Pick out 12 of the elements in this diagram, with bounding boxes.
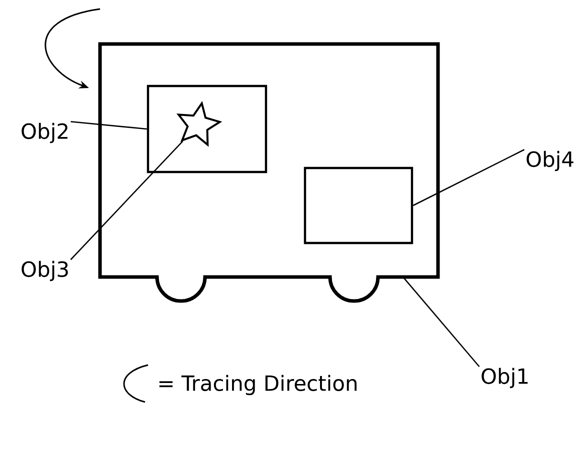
cart-outline: [98, 42, 440, 303]
label: Obj4: [526, 150, 574, 172]
leader-line: [412, 149, 525, 206]
rectangle: [146, 84, 268, 174]
label: Obj2: [22, 122, 68, 144]
legend-text: = Tracing Direction: [159, 374, 357, 396]
leader-line: [70, 120, 147, 130]
rectangle: [304, 166, 414, 244]
leader-line: [70, 140, 184, 260]
label: Obj3: [22, 260, 68, 282]
leader-line: [402, 276, 480, 368]
label: Obj1: [482, 368, 528, 388]
